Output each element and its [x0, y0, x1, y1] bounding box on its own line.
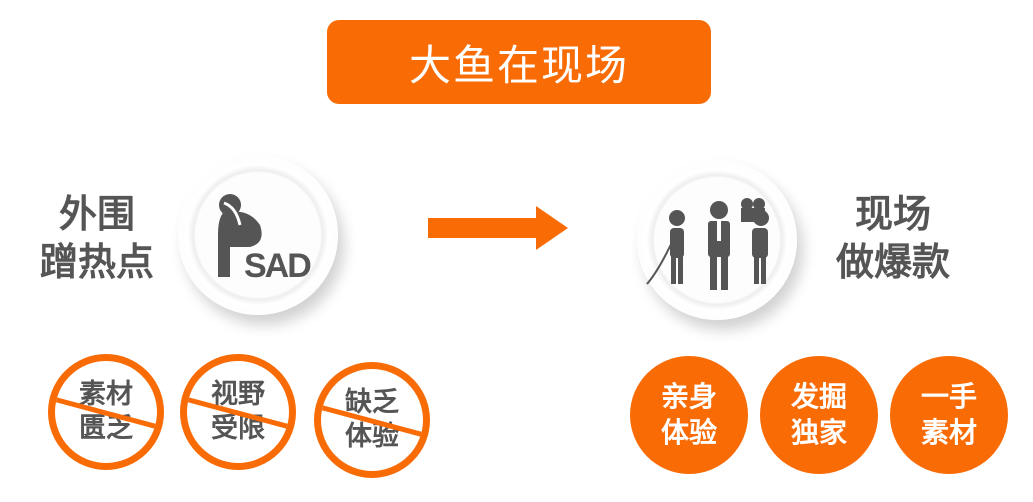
right-label: 现场 做爆款	[836, 190, 950, 286]
right-label-line2: 做爆款	[836, 240, 951, 284]
problem-badge: 缺乏 体验	[314, 362, 430, 478]
right-arrow-icon	[428, 206, 568, 250]
benefit-text: 素材	[920, 416, 977, 449]
reporter-camera-icon	[646, 198, 769, 290]
right-label-line1: 现场	[855, 192, 932, 236]
benefit-badge: 发掘 独家	[760, 356, 878, 474]
svg-text:SAD: SAD	[244, 247, 311, 285]
problem-badge: 素材 匮乏	[48, 354, 164, 470]
sad-person-icon: SAD	[218, 194, 313, 285]
left-label-line1: 外围	[59, 192, 136, 236]
problem-badge: 视野 受限	[180, 354, 296, 470]
title-banner: 大鱼在现场	[327, 20, 711, 104]
reporter-plate	[637, 160, 797, 320]
benefit-text: 体验	[660, 416, 717, 449]
sad-plate: SAD	[178, 155, 338, 315]
benefit-text: 一手	[920, 380, 977, 413]
benefit-text: 独家	[790, 416, 847, 449]
benefit-badge: 一手 素材	[890, 356, 1008, 474]
left-label: 外围 蹭热点	[40, 190, 154, 286]
left-label-line2: 蹭热点	[40, 240, 155, 284]
benefit-text: 发掘	[790, 380, 847, 413]
benefit-badge: 亲身 体验	[630, 356, 748, 474]
benefit-text: 亲身	[660, 380, 717, 413]
